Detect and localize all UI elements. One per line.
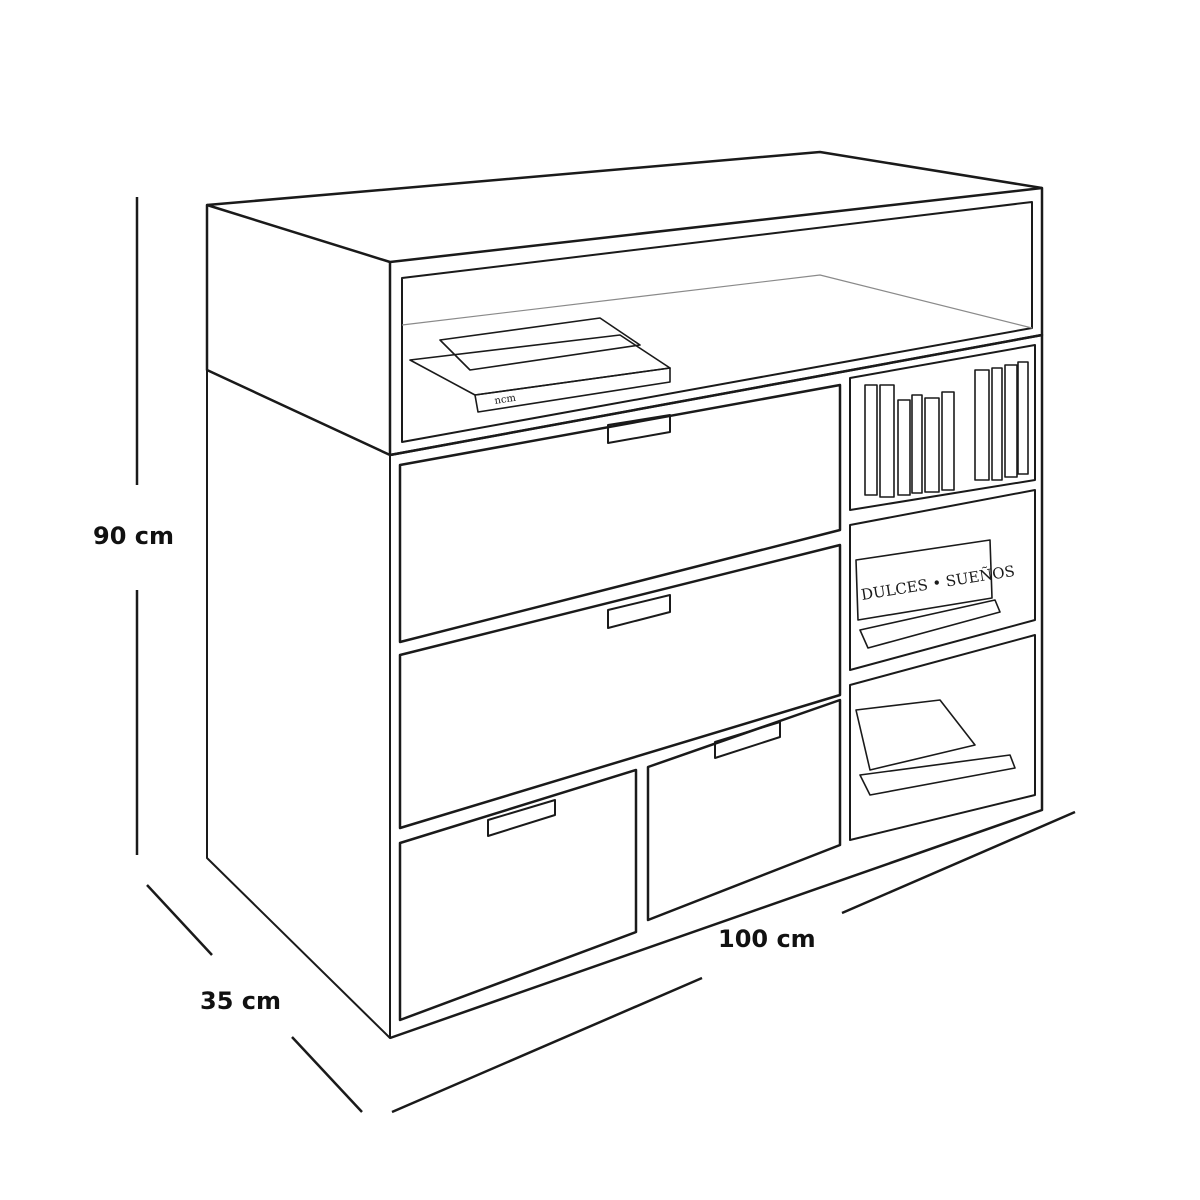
depth-dimension-line <box>146 884 363 1113</box>
upright-books <box>864 361 1029 498</box>
width-label: 100 cm <box>718 925 816 953</box>
lower-left-drawer[interactable] <box>398 768 638 1022</box>
side-shelves <box>849 344 1036 841</box>
front-frame <box>389 333 1044 1040</box>
lower-right-drawer[interactable] <box>646 698 842 922</box>
stacked-books <box>855 699 1016 796</box>
height-label: 90 cm <box>93 522 174 550</box>
top-books <box>409 317 671 413</box>
middle-drawer[interactable] <box>398 543 842 830</box>
width-dimension-line <box>391 810 1076 1114</box>
left-side-panel <box>206 369 391 1039</box>
dulces-suenos-sign <box>855 539 1001 649</box>
upper-drawer[interactable] <box>398 383 842 644</box>
top-compartment <box>205 150 1044 457</box>
book-spine-text: ncm <box>494 393 517 407</box>
depth-label: 35 cm <box>200 987 281 1015</box>
